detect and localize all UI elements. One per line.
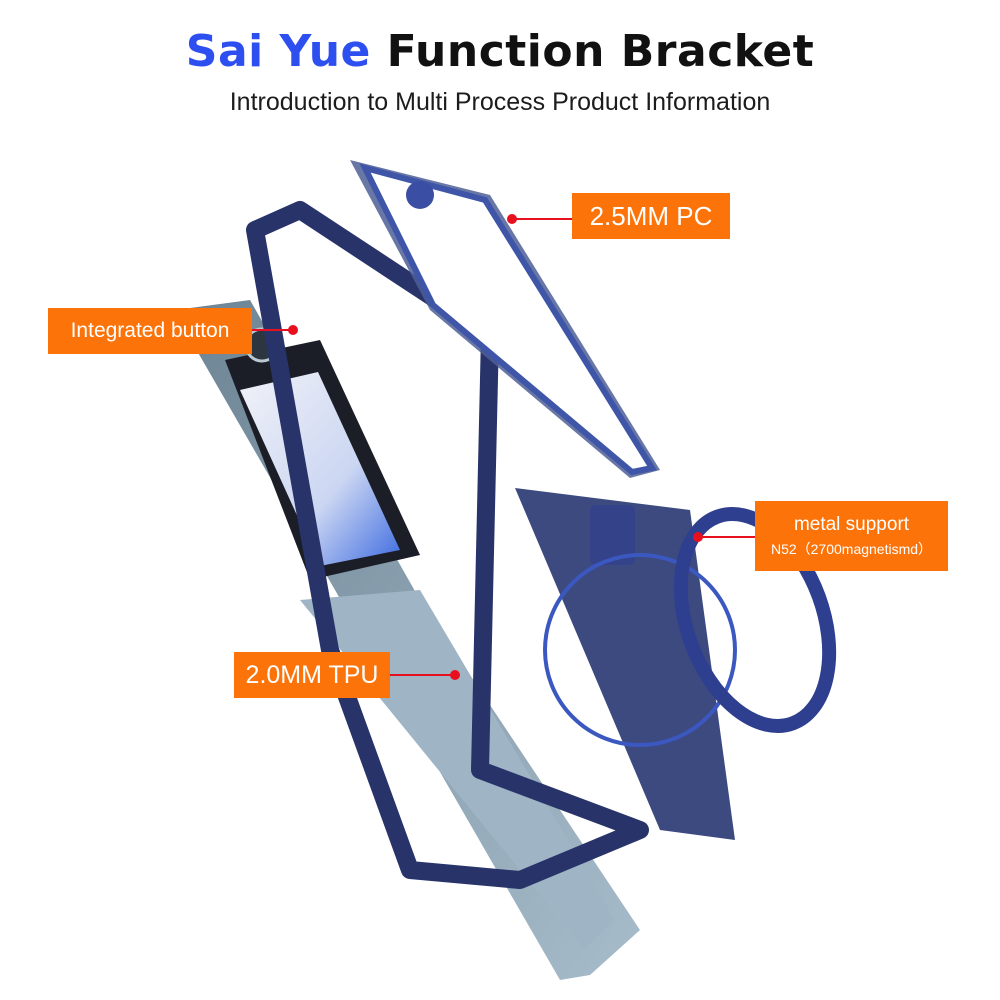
page-subtitle: Introduction to Multi Process Product In… <box>229 88 771 116</box>
page-title: Sai Yue Function Bracket <box>0 26 1000 77</box>
tpu-frame-icon <box>246 201 649 889</box>
callout-tpu-thickness: 2.0MM TPU <box>234 652 390 698</box>
callout-pc-thickness: 2.5MM PC <box>572 193 730 239</box>
callout-integrated-button: Integrated button <box>48 308 252 354</box>
metal-support-detail: N52（2700magnetismd） <box>770 540 933 557</box>
magnetic-plate-icon <box>515 488 837 840</box>
title-product: Function Bracket <box>370 26 815 77</box>
metal-support-title: metal support <box>793 513 910 535</box>
pc-plate-icon <box>350 160 660 478</box>
pointer-dots <box>288 214 703 680</box>
callout-metal-support: metal support N52（2700magnetismd） <box>755 501 948 571</box>
title-brand: Sai Yue <box>185 26 371 77</box>
pointer-lines <box>252 218 755 676</box>
